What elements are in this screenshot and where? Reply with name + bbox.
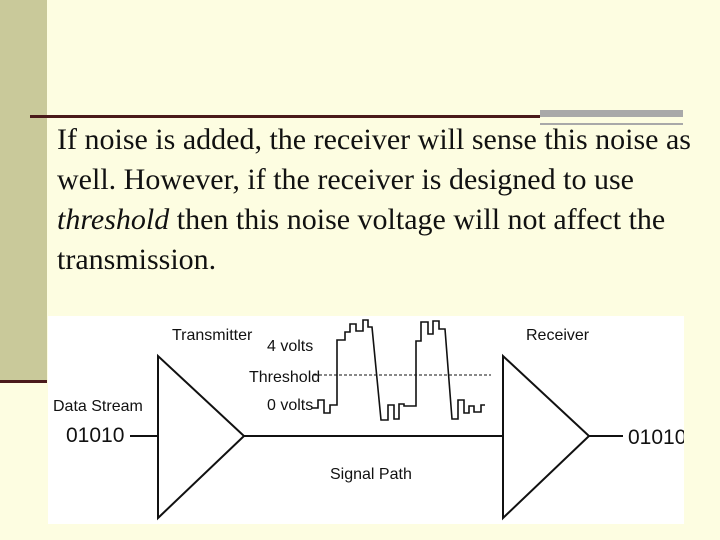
left-accent-bar-edge: [0, 380, 47, 383]
title-divider-accent: [540, 110, 683, 117]
zero-volts-label: 0 volts: [267, 397, 313, 414]
title-divider-accent-line: [540, 123, 683, 125]
output-bits-label: 01010: [628, 426, 684, 449]
receiver-label: Receiver: [526, 327, 590, 344]
left-accent-bar: [0, 0, 47, 383]
paragraph-text-start: If noise is added, the receiver will sen…: [57, 123, 691, 196]
title-divider-line: [30, 115, 540, 118]
transmitter-triangle: [157, 353, 246, 521]
data-stream-label: Data Stream: [53, 398, 143, 415]
paragraph-text-end: then this noise voltage will not affect …: [57, 203, 666, 276]
four-volts-label: 4 volts: [267, 338, 313, 355]
input-bits-label: 01010: [66, 424, 124, 447]
paragraph-italic-term: threshold: [57, 203, 170, 236]
noisy-waveform: [312, 319, 485, 421]
transmitter-label: Transmitter: [172, 327, 253, 344]
slide-paragraph: If noise is added, the receiver will sen…: [57, 120, 697, 280]
signal-diagram-svg: Transmitter Receiver 4 volts Threshold 0…: [53, 319, 684, 521]
signal-diagram: Transmitter Receiver 4 volts Threshold 0…: [48, 316, 684, 524]
threshold-label: Threshold: [249, 369, 320, 386]
signal-path-label: Signal Path: [330, 466, 412, 483]
receiver-triangle: [502, 353, 591, 521]
